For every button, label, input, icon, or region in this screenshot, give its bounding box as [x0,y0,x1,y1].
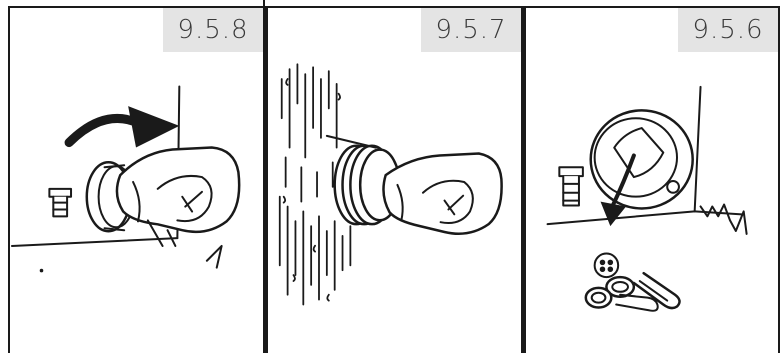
step-number-label: 9.5.7 [421,8,521,52]
step-panel-9-5-6: 9.5.6 [523,6,780,353]
step-panel-9-5-8: 9.5.8 [8,6,265,353]
step-number-label: 9.5.6 [678,8,778,52]
hand-turning-filter-cap-icon [10,8,263,353]
step-panel-9-5-7: 9.5.7 [265,6,523,353]
hand-unscrewing-filter-water-icon [268,8,521,353]
filter-cover-debris-icon [526,8,778,353]
step-number-label: 9.5.8 [163,8,263,52]
